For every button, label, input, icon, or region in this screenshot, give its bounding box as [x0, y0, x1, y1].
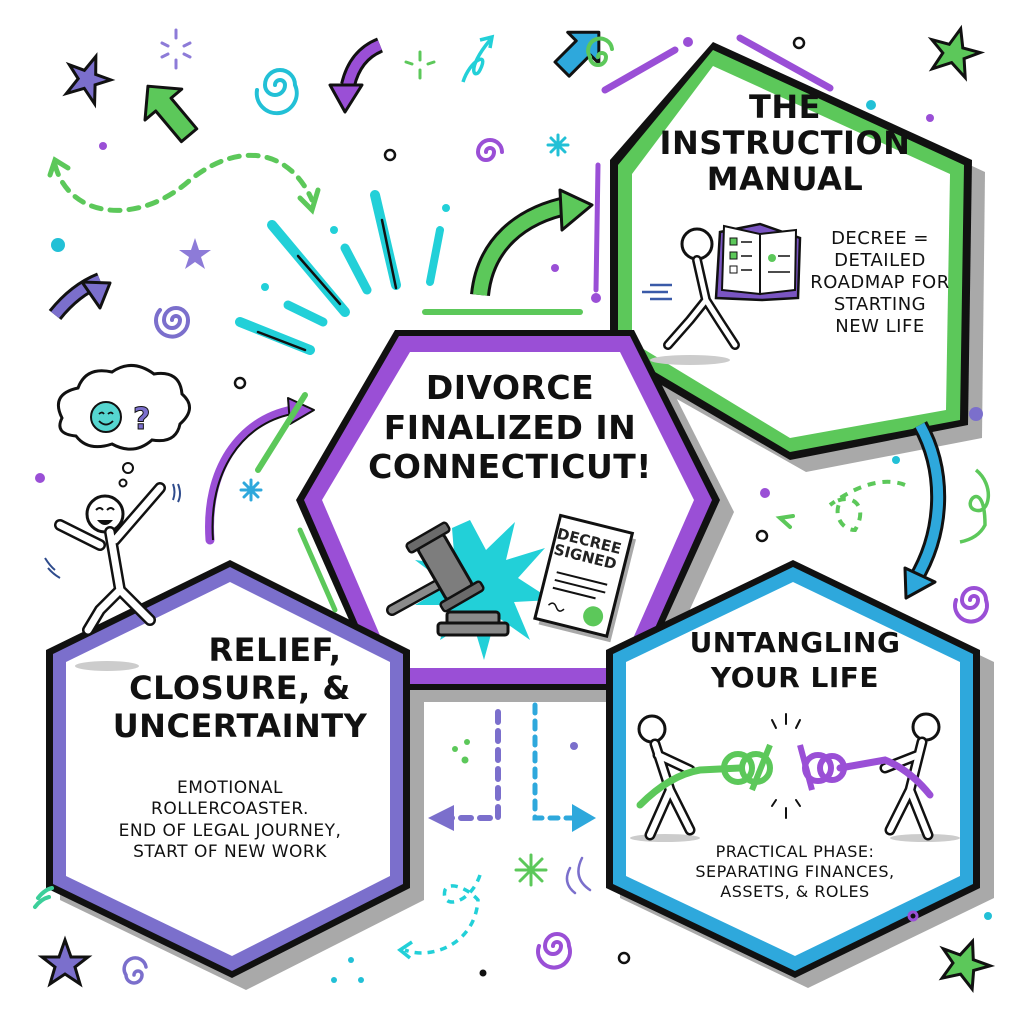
- instruction-manual-body: DECREE = DETAILED ROADMAP FOR STARTING N…: [805, 228, 955, 338]
- body-line: ASSETS, & ROLES: [720, 882, 870, 901]
- title-line: THE: [749, 88, 821, 126]
- blue-arrow-icon: [553, 30, 601, 78]
- accent-strokes: [235, 34, 834, 613]
- body-line: STARTING: [833, 293, 927, 315]
- body-line: ROADMAP FOR: [810, 271, 950, 293]
- title-line: CLOSURE, &: [129, 668, 351, 707]
- body-line: START OF NEW WORK: [133, 841, 327, 862]
- body-line: ROLLERCOASTER.: [151, 799, 309, 820]
- green-arrow-icon: [143, 84, 199, 144]
- star-icon: [179, 238, 211, 269]
- title-line: FINALIZED IN: [383, 407, 637, 447]
- title-line: CONNECTICUT!: [368, 447, 652, 487]
- star-icon: [927, 24, 986, 82]
- untangling-title: UNTANGLING YOUR LIFE: [640, 625, 950, 695]
- body-line: END OF LEGAL JOURNEY,: [118, 820, 342, 841]
- purple-knot-icon: [797, 744, 934, 799]
- checklist-book-icon: [714, 222, 802, 302]
- dashed-curve-arrow: [52, 152, 315, 213]
- title-line: MANUAL: [706, 159, 864, 198]
- spiral-icon: [122, 36, 989, 985]
- title-line: UNCERTAINTY: [112, 706, 368, 745]
- green-seal-icon: [583, 606, 604, 627]
- arrow-top-right-to-bottom-right: [903, 421, 947, 600]
- body-line: PRACTICAL PHASE:: [715, 842, 875, 861]
- star-icon: [37, 935, 93, 988]
- relief-closure-title: RELIEF, CLOSURE, & UNCERTAINTY: [80, 631, 400, 745]
- hexagon-untangling: [606, 560, 980, 978]
- title-line: INSTRUCTION: [659, 123, 911, 162]
- body-line: EMOTIONAL: [177, 778, 283, 798]
- body-line: DECREE =: [831, 228, 929, 249]
- dashed-arrow-center-to-bottom-left: [428, 709, 501, 831]
- svg-text:?: ?: [133, 402, 150, 437]
- snap-lines: [771, 713, 801, 819]
- purple-curved-arrow-icon: [328, 37, 384, 114]
- title-line: DIVORCE: [425, 368, 595, 407]
- relief-closure-body: EMOTIONAL ROLLERCOASTER. END OF LEGAL JO…: [80, 778, 380, 863]
- decorative-doodles: [33, 24, 996, 994]
- green-knot-icon: [636, 743, 773, 809]
- title-line: RELIEF,: [208, 631, 342, 669]
- divorce-finalized-title: DIVORCE FINALIZED IN CONNECTICUT!: [330, 368, 690, 487]
- star-icon: [62, 52, 116, 109]
- body-line: SEPARATING FINANCES,: [695, 862, 895, 881]
- dot-icons: [35, 36, 992, 983]
- arrow-center-to-top-right: [470, 188, 594, 297]
- decree-document-icon: [533, 513, 637, 643]
- dashed-arrow-center-to-bottom-right: [532, 702, 596, 832]
- title-line: YOUR LIFE: [710, 661, 880, 694]
- gavel-burst-illustration: [386, 513, 637, 660]
- running-person-with-book-icon: [642, 222, 802, 365]
- body-line: DETAILED: [834, 249, 926, 271]
- sparkle-icon: [33, 28, 592, 909]
- untangling-body: PRACTICAL PHASE: SEPARATING FINANCES, AS…: [640, 842, 950, 902]
- hexagon-relief-closure: [46, 560, 410, 978]
- star-icon: [938, 937, 996, 994]
- jumping-happy-person-icon: [44, 482, 181, 671]
- body-line: NEW LIFE: [835, 315, 925, 337]
- violet-curved-arrow-icon: [48, 272, 112, 321]
- instruction-manual-title: THE INSTRUCTION MANUAL: [635, 88, 935, 198]
- thought-cloud-smiley-question-icon: ?: [57, 364, 191, 488]
- gavel-icon: [386, 521, 510, 637]
- title-line: UNTANGLING: [689, 626, 901, 659]
